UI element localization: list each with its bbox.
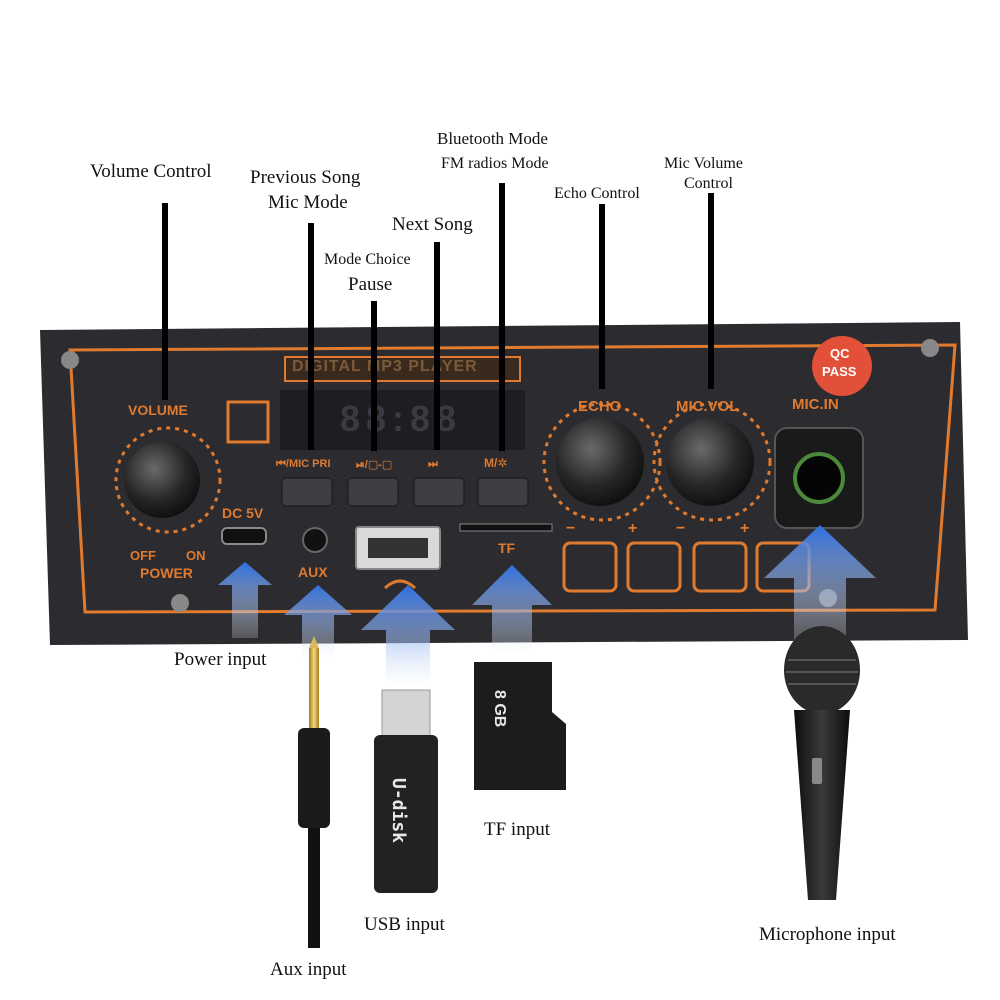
mic-in-label: MIC.IN — [792, 396, 839, 413]
off-label: OFF — [130, 548, 156, 563]
lcd-readout: 88:88 — [340, 398, 463, 439]
volume-label: VOLUME — [128, 402, 188, 418]
mic-mode-callout: Mic Mode — [268, 192, 348, 213]
mode-button-label: ⏯/▢-▢ — [356, 459, 393, 471]
echo-knob — [542, 402, 662, 522]
echo-minus: − — [566, 520, 576, 537]
usb-arrow-icon — [361, 585, 455, 690]
tf-card-body — [474, 662, 566, 790]
usb-stick-connector — [381, 689, 431, 739]
usb-symbol-icon — [383, 579, 417, 590]
echo-control-callout: Echo Control — [554, 185, 640, 202]
tf-label: TF — [498, 540, 516, 556]
mic-vol-knob — [652, 402, 772, 522]
mic-in-hole — [793, 452, 845, 504]
bt-button-label: M/✲ — [484, 456, 508, 470]
usb-mode-icon — [692, 541, 748, 593]
mic-volume-callout: Mic Volume — [664, 155, 743, 172]
micvol-minus: − — [676, 520, 686, 537]
dc-port — [221, 527, 267, 545]
lcd-display — [280, 390, 525, 450]
next-button-label: ⏭ — [428, 458, 438, 470]
prev-button-shape — [281, 477, 333, 507]
dc-label: DC 5V — [222, 505, 264, 521]
aux-plug-body — [298, 728, 330, 828]
panel-frame — [68, 343, 957, 614]
usb-port-slot — [368, 538, 428, 558]
bluetooth-mode-callout: Bluetooth Mode — [437, 129, 548, 148]
mode-choice-callout: Mode Choice — [324, 251, 411, 268]
mic-mode-icon — [562, 541, 618, 593]
on-label: ON — [186, 548, 206, 563]
usb-stick-illustration — [374, 689, 438, 893]
previous-song-callout: Previous Song — [250, 167, 361, 188]
next-song-callout: Next Song — [392, 214, 473, 235]
aux-plug-point — [309, 636, 319, 648]
aux-cable — [308, 828, 320, 948]
echo-label: ECHO — [578, 398, 622, 415]
leader-micvol — [708, 193, 714, 389]
mic-head — [784, 626, 860, 714]
panel-title: DIGITAL MP3 PLAYER — [292, 358, 478, 375]
tf-slot — [459, 523, 553, 532]
micvol-plus: + — [740, 520, 750, 537]
pass-label: PASS — [822, 364, 857, 379]
aux-plug-tip — [309, 648, 319, 730]
leader-pause — [371, 301, 377, 451]
aux-input-callout: Aux input — [270, 959, 347, 980]
usb-stick-body — [374, 735, 438, 893]
pause-callout: Pause — [348, 274, 393, 295]
mic-vol-knob-cap — [666, 418, 754, 506]
power-label: POWER — [140, 565, 193, 581]
tf-input-callout: TF input — [484, 819, 550, 840]
aux-label: AUX — [298, 564, 328, 580]
microphone-illustration — [784, 626, 860, 900]
title-strip — [284, 356, 521, 382]
usb-input-callout: USB input — [364, 914, 445, 935]
mic-arrow-icon — [764, 525, 876, 640]
next-button-shape — [413, 477, 465, 507]
aux-cable-illustration — [298, 636, 330, 948]
aux-jack — [302, 527, 328, 553]
mic-grille — [786, 659, 858, 685]
screw-icon — [171, 594, 189, 612]
microphone-input-callout: Microphone input — [759, 924, 896, 945]
screw-icon — [61, 351, 79, 369]
tf-arrow-icon — [472, 565, 552, 655]
qc-label: QC — [830, 346, 850, 361]
device-mode-icon — [626, 541, 682, 593]
mic-switch — [812, 758, 822, 784]
bt-button-shape — [477, 477, 529, 507]
arrows — [218, 525, 876, 690]
leader-volume — [162, 203, 168, 400]
echo-plus: + — [628, 520, 638, 537]
leader-next — [434, 242, 440, 450]
leader-echo — [599, 204, 605, 389]
aux-arrow-icon — [284, 585, 352, 658]
screw-icon — [921, 339, 939, 357]
power-arrow-icon — [218, 562, 272, 638]
fm-mode-callout: FM radios Mode — [441, 155, 549, 172]
mic-handle — [794, 710, 850, 900]
usb-stick-label: U-disk — [388, 777, 410, 844]
certificate-icon — [226, 400, 270, 444]
volume-control-callout: Volume Control — [90, 161, 212, 182]
qc-badge — [812, 336, 872, 396]
volume-knob — [114, 426, 222, 534]
tf-card-illustration — [474, 662, 566, 790]
mic-vol-label: MIC.VOL — [676, 398, 739, 415]
leader-bluetooth — [499, 183, 505, 451]
volume-knob-cap — [124, 442, 200, 518]
echo-knob-cap — [556, 418, 644, 506]
prev-button-label: ⏮/MIC PRI — [276, 458, 331, 470]
mode-button-shape — [347, 477, 399, 507]
mic-volume-callout-2: Control — [684, 175, 733, 192]
power-input-callout: Power input — [174, 649, 267, 670]
leader-previous — [308, 223, 314, 450]
sd-capacity-label: 8 GB — [491, 690, 508, 728]
